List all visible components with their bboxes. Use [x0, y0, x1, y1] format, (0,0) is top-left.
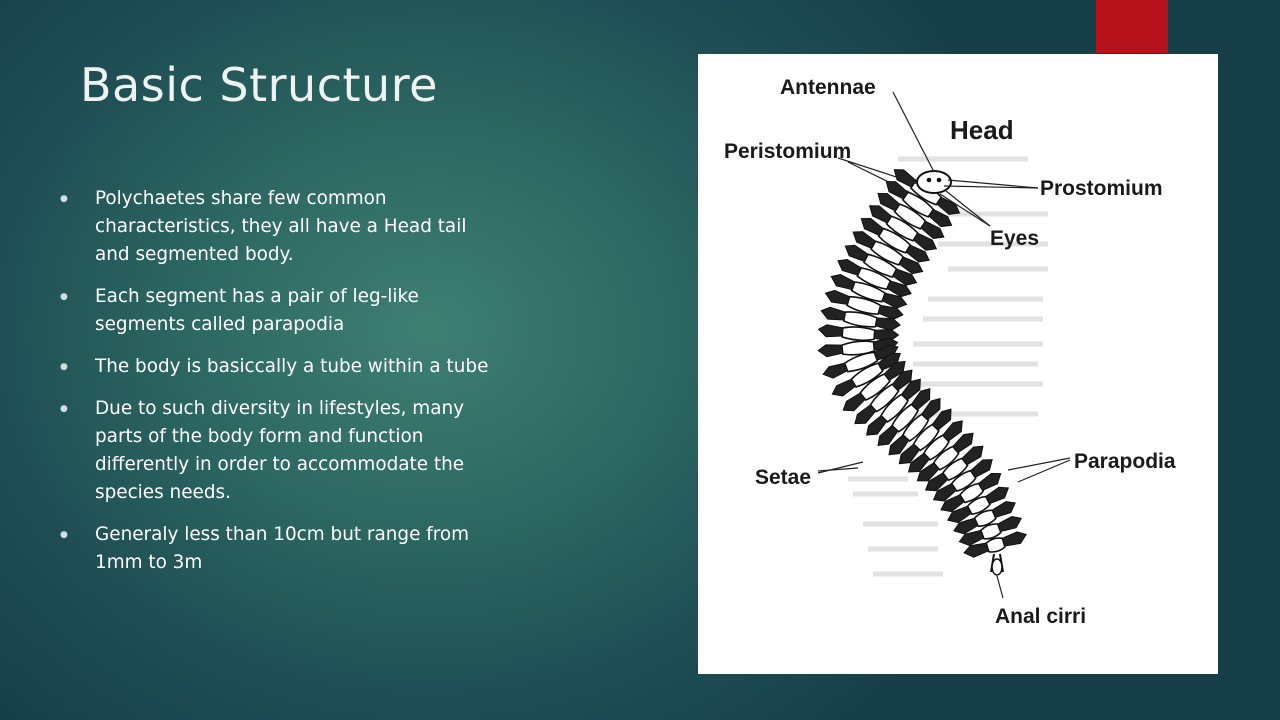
label-eyes: Eyes [990, 227, 1039, 250]
worm-segment [865, 378, 921, 436]
label-antennae: Antennae [780, 76, 876, 99]
label-parapodia: Parapodia [1074, 450, 1176, 473]
worm-segment [953, 501, 1016, 535]
bullet-text: The body is basiccally a tube within a t… [95, 356, 489, 377]
label-head: Head [950, 115, 1014, 145]
bullet-item: ● Due to such diversity in lifestyles, m… [58, 395, 498, 507]
worm-segment [817, 324, 900, 342]
background-text-lines [848, 156, 1048, 577]
worm-segment [824, 289, 904, 320]
worm-segment [830, 274, 908, 309]
label-setae: Setae [755, 466, 811, 489]
worm-segment [852, 231, 924, 275]
worm-segment [842, 360, 906, 412]
worm-segment [898, 408, 952, 465]
worm-segment [877, 192, 945, 240]
leader-lines [817, 91, 1071, 599]
polychaete-diagram-svg: Antennae Head Peristomium Prostomium Eye… [724, 76, 1176, 628]
worm-segment [837, 258, 912, 298]
worm-segment [868, 205, 938, 251]
worm-segment [907, 420, 963, 473]
worm-segment [877, 388, 931, 446]
worm-segment [860, 218, 930, 263]
worm-segment [831, 352, 901, 397]
bullet-item: ● The body is basiccally a tube within a… [58, 353, 498, 381]
worm-body [817, 169, 1027, 576]
worm-segment [854, 369, 913, 425]
bullet-text: Generaly less than 10cm but range from 1… [95, 524, 470, 573]
bullet-text: Each segment has a pair of leg-like segm… [95, 286, 419, 335]
bullet-item: ● Generaly less than 10cm but range from… [58, 521, 498, 577]
bullet-text: Polychaetes share few common characteris… [95, 188, 467, 265]
worm-segment [885, 180, 953, 228]
bullet-dot-icon: ● [60, 292, 68, 302]
label-peristomium: Peristomium [724, 140, 851, 163]
bullet-dot-icon: ● [60, 362, 68, 372]
label-anal-cirri: Anal cirri [995, 605, 1086, 628]
worm-segment [844, 244, 918, 286]
worm-segment [947, 486, 1010, 524]
label-prostomium: Prostomium [1040, 177, 1163, 200]
worm-segment [963, 531, 1027, 558]
bullet-item: ● Polychaetes share few common character… [58, 185, 498, 269]
bullet-text: Due to such diversity in lifestyles, man… [95, 398, 465, 503]
worm-segment [888, 397, 941, 456]
worm-segment [916, 432, 974, 482]
slide-title: Basic Structure [80, 58, 438, 112]
polychaete-diagram: Antennae Head Peristomium Prostomium Eye… [698, 54, 1218, 674]
worm-segment [932, 459, 993, 502]
bullet-dot-icon: ● [60, 194, 68, 204]
bullet-dot-icon: ● [60, 530, 68, 540]
bullet-item: ● Each segment has a pair of leg-like se… [58, 283, 498, 339]
bullet-dot-icon: ● [60, 404, 68, 414]
worm-segment [940, 472, 1002, 513]
bullet-list: ● Polychaetes share few common character… [58, 185, 498, 591]
worm-segment [820, 306, 901, 332]
worm-segment [924, 445, 984, 492]
worm-segment [958, 515, 1022, 546]
accent-block [1096, 0, 1168, 53]
